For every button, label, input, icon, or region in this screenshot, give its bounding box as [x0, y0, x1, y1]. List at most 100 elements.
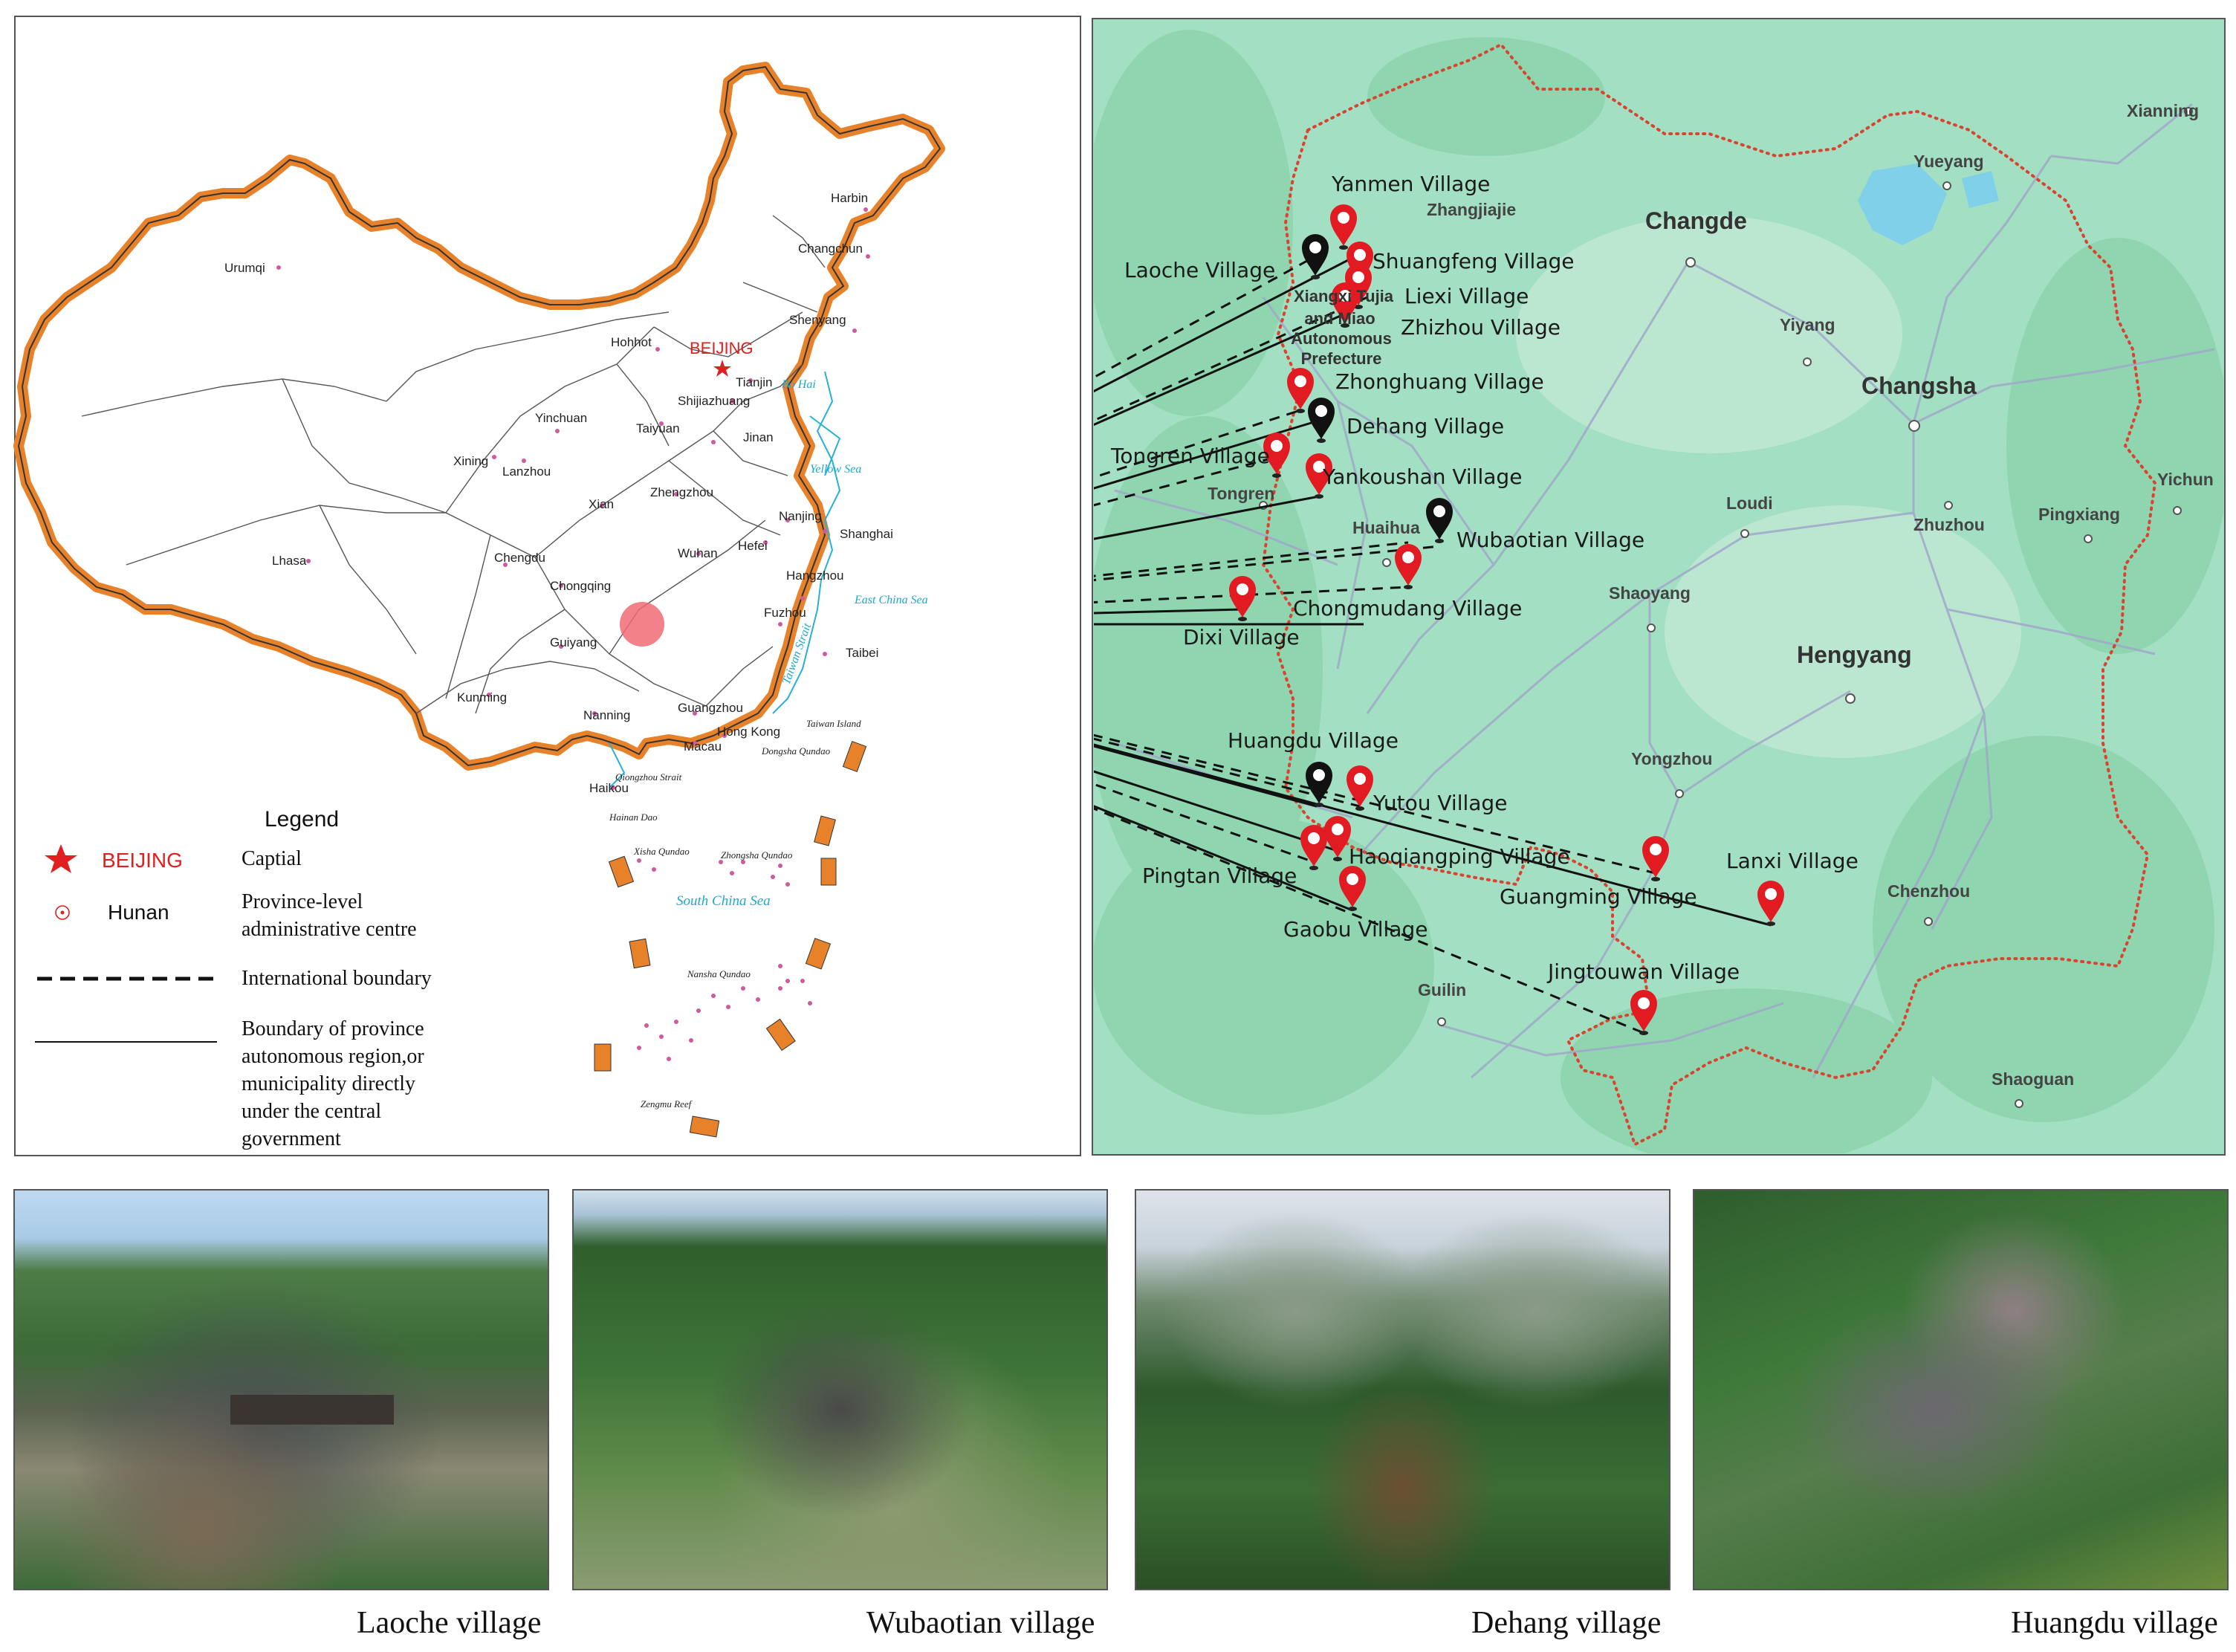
- hunan-major-labels: Changde Changsha Hengyang: [1645, 207, 1977, 668]
- coast-features: [609, 371, 841, 788]
- village-label: Dehang Village: [1347, 414, 1504, 438]
- city-label: Taibei: [846, 646, 878, 660]
- island-label: Taiwan Island: [806, 718, 861, 729]
- island-label: Nansha Qundao: [687, 968, 751, 979]
- connector-lines: [1094, 255, 1772, 1034]
- village-pin-red: [1630, 990, 1657, 1035]
- village-label: Guangming Village: [1500, 884, 1697, 909]
- pin-hole: [1402, 551, 1414, 563]
- pin-hole: [1294, 375, 1306, 387]
- pin-shadow: [1238, 617, 1247, 621]
- map-pin-icon: [1306, 762, 1332, 803]
- village-label: Zhonghuang Village: [1335, 369, 1544, 394]
- legend: Legend BEIJING Captial Hunan Province-le…: [35, 807, 432, 1150]
- pin-hole: [1339, 290, 1351, 302]
- pin-shadow: [1355, 806, 1364, 811]
- legend-intl-text: International boundary: [242, 967, 432, 990]
- legend-hunan-symbol: Hunan: [108, 901, 169, 924]
- island-label: Zhongsha Qundao: [721, 849, 793, 861]
- china-map-panel: Harbin Changchun Urumqi Shenyang Hohhot …: [13, 16, 1081, 1156]
- pin-hole: [1313, 769, 1325, 781]
- city-label: Harbin: [831, 191, 868, 205]
- place-label: Yichun: [2157, 470, 2214, 489]
- map-pin-icon: [1330, 204, 1357, 246]
- city-label: Taiyuan: [636, 421, 680, 435]
- village-label: Huangdu Village: [1228, 728, 1399, 753]
- city-label: Hefei: [738, 539, 768, 553]
- nine-dash-line: [594, 741, 867, 1138]
- village-label: Tongren Village: [1110, 444, 1270, 468]
- village-pin-red: [1339, 866, 1366, 911]
- village-pin-red: [1287, 368, 1314, 413]
- city-label: Lhasa: [272, 554, 307, 568]
- city-label: Tianjin: [736, 375, 772, 389]
- map-pin-icon: [1347, 765, 1373, 807]
- pin-hole: [1309, 242, 1321, 253]
- city-label: Xining: [453, 454, 488, 468]
- village-label: Shuangfeng Village: [1373, 249, 1574, 273]
- place-label: Shaoguan: [1992, 1069, 2074, 1089]
- prefecture-label: Xiangxi Tujia and Miao Autonomous Prefec…: [1291, 287, 1394, 368]
- pin-hole: [1338, 212, 1349, 224]
- place-label: Yongzhou: [1631, 749, 1712, 768]
- village-pin-black: [1302, 234, 1329, 279]
- village-pin-red: [1347, 765, 1373, 811]
- pin-shadow: [1311, 275, 1320, 279]
- sea-label: East China Sea: [854, 594, 928, 606]
- sea-label: Yellow Sea: [810, 463, 861, 476]
- city-label: Wuhan: [678, 546, 718, 560]
- pin-hole: [1650, 843, 1662, 855]
- village-pin-red: [1642, 836, 1669, 881]
- map-pin-icon: [1287, 368, 1314, 409]
- island-label: Zengmu Reef: [641, 1098, 693, 1110]
- place-label: Yueyang: [1913, 152, 1984, 171]
- pin-hole: [1315, 405, 1327, 417]
- village-label: Zhizhou Village: [1401, 315, 1561, 340]
- village-pin-red: [1345, 264, 1372, 309]
- pin-shadow: [1309, 866, 1318, 870]
- place-label: Shaoyang: [1609, 583, 1691, 603]
- city-label: Jinan: [743, 430, 774, 444]
- city-label: Guiyang: [550, 635, 597, 650]
- place-label: Pingxiang: [2038, 505, 2120, 524]
- village-label: Jingtouwan Village: [1546, 959, 1740, 984]
- hunan-highlight: [620, 602, 664, 647]
- village-label: Pingtan Village: [1142, 864, 1297, 888]
- place-label: Zhuzhou: [1913, 515, 1985, 534]
- map-pin-icon: [1324, 816, 1351, 858]
- city-label: Nanning: [583, 708, 630, 722]
- sea-label: Bo Hai: [782, 378, 816, 391]
- photo-huangdu: [1693, 1189, 2229, 1590]
- photo-dehang: [1135, 1189, 1670, 1590]
- city-label: Kunming: [457, 690, 507, 704]
- map-pin-icon: [1229, 576, 1256, 618]
- pin-shadow: [1651, 877, 1660, 881]
- legend-star-icon: [45, 844, 77, 873]
- village-pin-black: [1426, 498, 1453, 543]
- prefecture-line: and Miao: [1304, 309, 1375, 328]
- pin-shadow: [1639, 1031, 1648, 1035]
- pin-hole: [1638, 997, 1650, 1009]
- city-label: Nanjing: [779, 509, 822, 523]
- prefecture-line: Autonomous: [1291, 329, 1392, 348]
- hunan-map-panel: Changde Changsha Hengyang Xianning Yueya…: [1092, 18, 2226, 1156]
- village-pin-black: [1306, 762, 1332, 807]
- pin-shadow: [1272, 473, 1281, 478]
- city-label: Changchun: [798, 242, 863, 256]
- city-label: Zhengzhou: [650, 485, 713, 499]
- caption-wubaotian: Wubaotian village: [866, 1606, 1095, 1640]
- photo-laoche: [13, 1189, 549, 1590]
- city-label: Chongqing: [550, 579, 611, 593]
- place-label: Xianning: [2127, 101, 2199, 120]
- pin-hole: [1433, 505, 1445, 517]
- village-pin-red: [1332, 282, 1358, 328]
- village-pin-red: [1300, 825, 1327, 870]
- map-pin-icon: [1642, 836, 1669, 878]
- pin-shadow: [1296, 409, 1305, 413]
- city-label: Xian: [589, 497, 614, 511]
- lake: [1858, 163, 1947, 245]
- village-label: Chongmudang Village: [1293, 596, 1522, 621]
- city-dots: [276, 207, 870, 790]
- pin-shadow: [1339, 245, 1348, 250]
